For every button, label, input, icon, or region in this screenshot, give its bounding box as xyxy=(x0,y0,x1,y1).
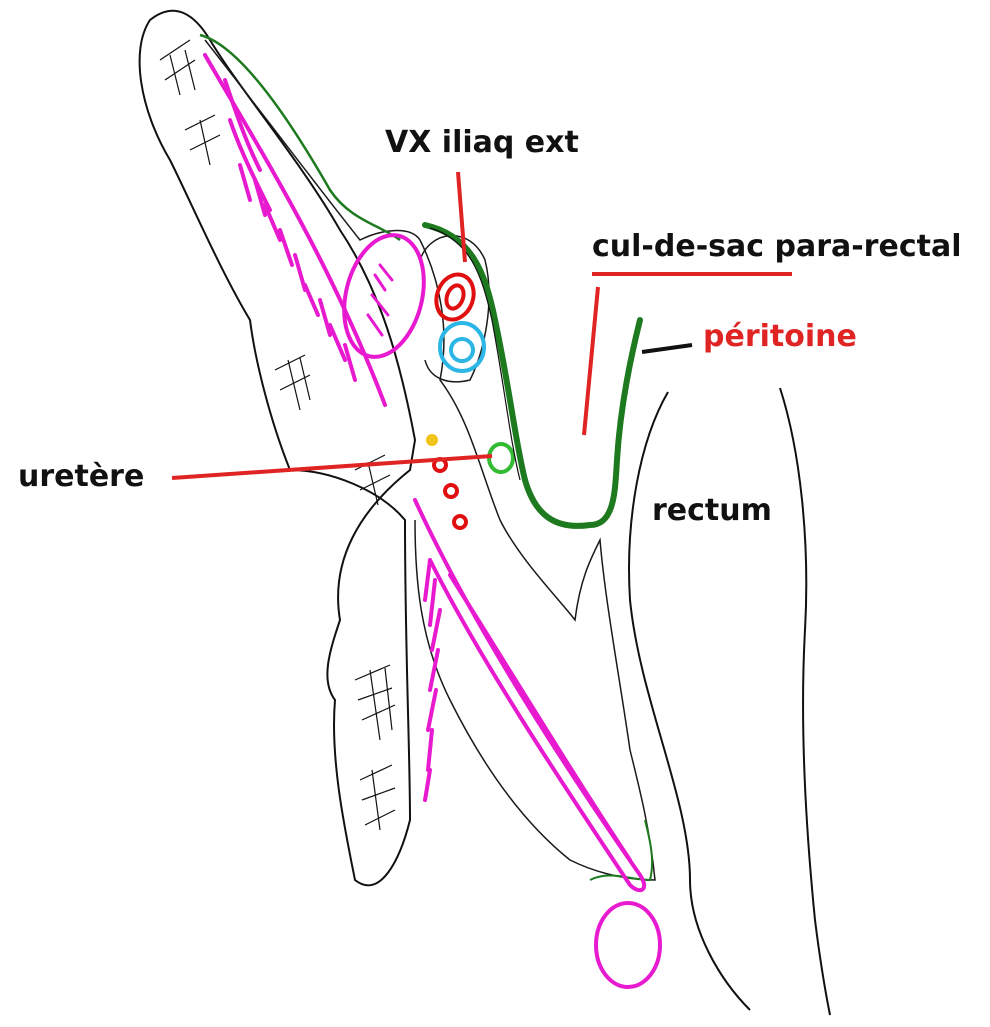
ureter xyxy=(489,444,513,472)
label-vx-iliaq-ext: VX iliaq ext xyxy=(385,128,579,158)
red-vessel-dots xyxy=(434,459,466,528)
nerve-yellow-dot xyxy=(426,434,438,446)
pointer-peritoine xyxy=(642,345,692,352)
label-cul-de-sac: cul-de-sac para-rectal xyxy=(592,232,961,262)
label-rectum: rectum xyxy=(652,496,772,526)
psoas-fibers xyxy=(368,265,392,335)
peritoneum xyxy=(425,225,640,526)
pelvic-bone-outline xyxy=(140,11,415,886)
external-iliac-vein xyxy=(440,323,484,371)
green-edge-top xyxy=(200,35,400,240)
pointer-cul-de-sac xyxy=(584,287,598,435)
bottom-muscle-ring xyxy=(596,903,660,987)
label-peritoine: péritoine xyxy=(703,322,857,352)
pointer-vx xyxy=(458,172,465,262)
external-iliac-artery xyxy=(430,269,480,325)
psoas-muscle xyxy=(332,227,436,366)
rectum-right-wall xyxy=(780,388,830,1015)
muscle-lower xyxy=(415,500,644,890)
rectum-left-wall xyxy=(629,392,750,1010)
label-uretere: uretère xyxy=(18,462,144,492)
